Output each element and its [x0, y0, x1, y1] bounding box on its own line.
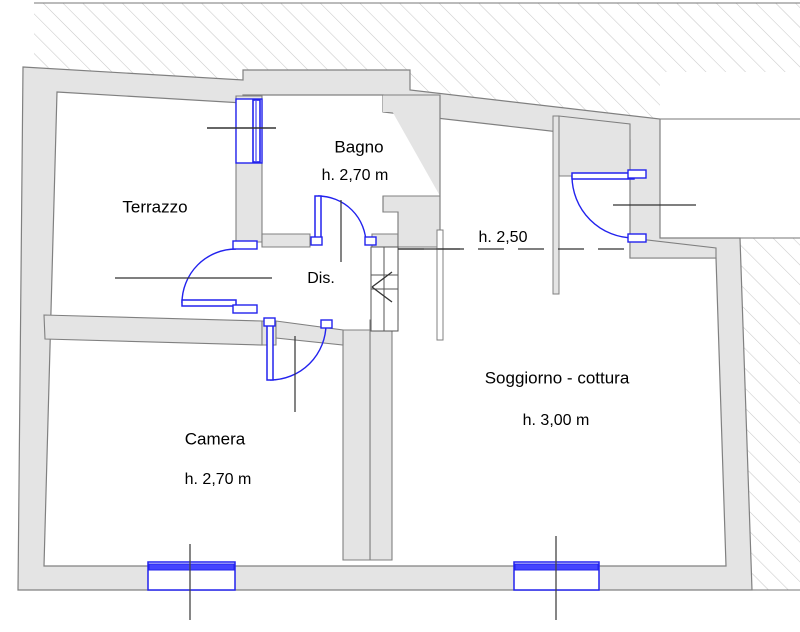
room-label-camera: Camera	[185, 429, 246, 448]
hatched-area-north	[34, 2, 800, 120]
hatched-area-east	[740, 237, 800, 591]
staircase	[370, 246, 399, 332]
partition-bagno-south	[261, 233, 399, 248]
height-label-soggiorno-cottura: h. 3,00 m	[523, 412, 590, 429]
window-camera-south	[147, 544, 236, 620]
stair-direction-arrow	[371, 271, 393, 303]
window-terrazzo-bagno-wall	[207, 98, 276, 164]
partition-soggiorno-inner-stub	[552, 115, 560, 295]
room-label-soggiorno-cottura: Soggiorno - cottura	[485, 368, 630, 387]
room-label-bagno: Bagno	[334, 137, 383, 156]
door-camera	[263, 317, 333, 412]
height-label-bagno: h. 2,70 m	[322, 167, 389, 184]
door-soggiorno-north	[571, 169, 696, 243]
room-label-terrazzo: Terrazzo	[122, 197, 187, 216]
door-bagno	[310, 195, 377, 262]
height-label-camera: h. 2,70 m	[185, 471, 252, 488]
door-terrazzo	[115, 240, 272, 314]
annotation-h250: h. 2,50	[479, 229, 528, 246]
partition-soggiorno-northeast	[558, 115, 717, 259]
room-label-disimpegno: Dis.	[307, 270, 335, 287]
partition-soggiorno-thin-vertical	[436, 229, 444, 341]
partition-camera-east	[342, 329, 371, 561]
window-soggiorno-south	[513, 536, 600, 620]
